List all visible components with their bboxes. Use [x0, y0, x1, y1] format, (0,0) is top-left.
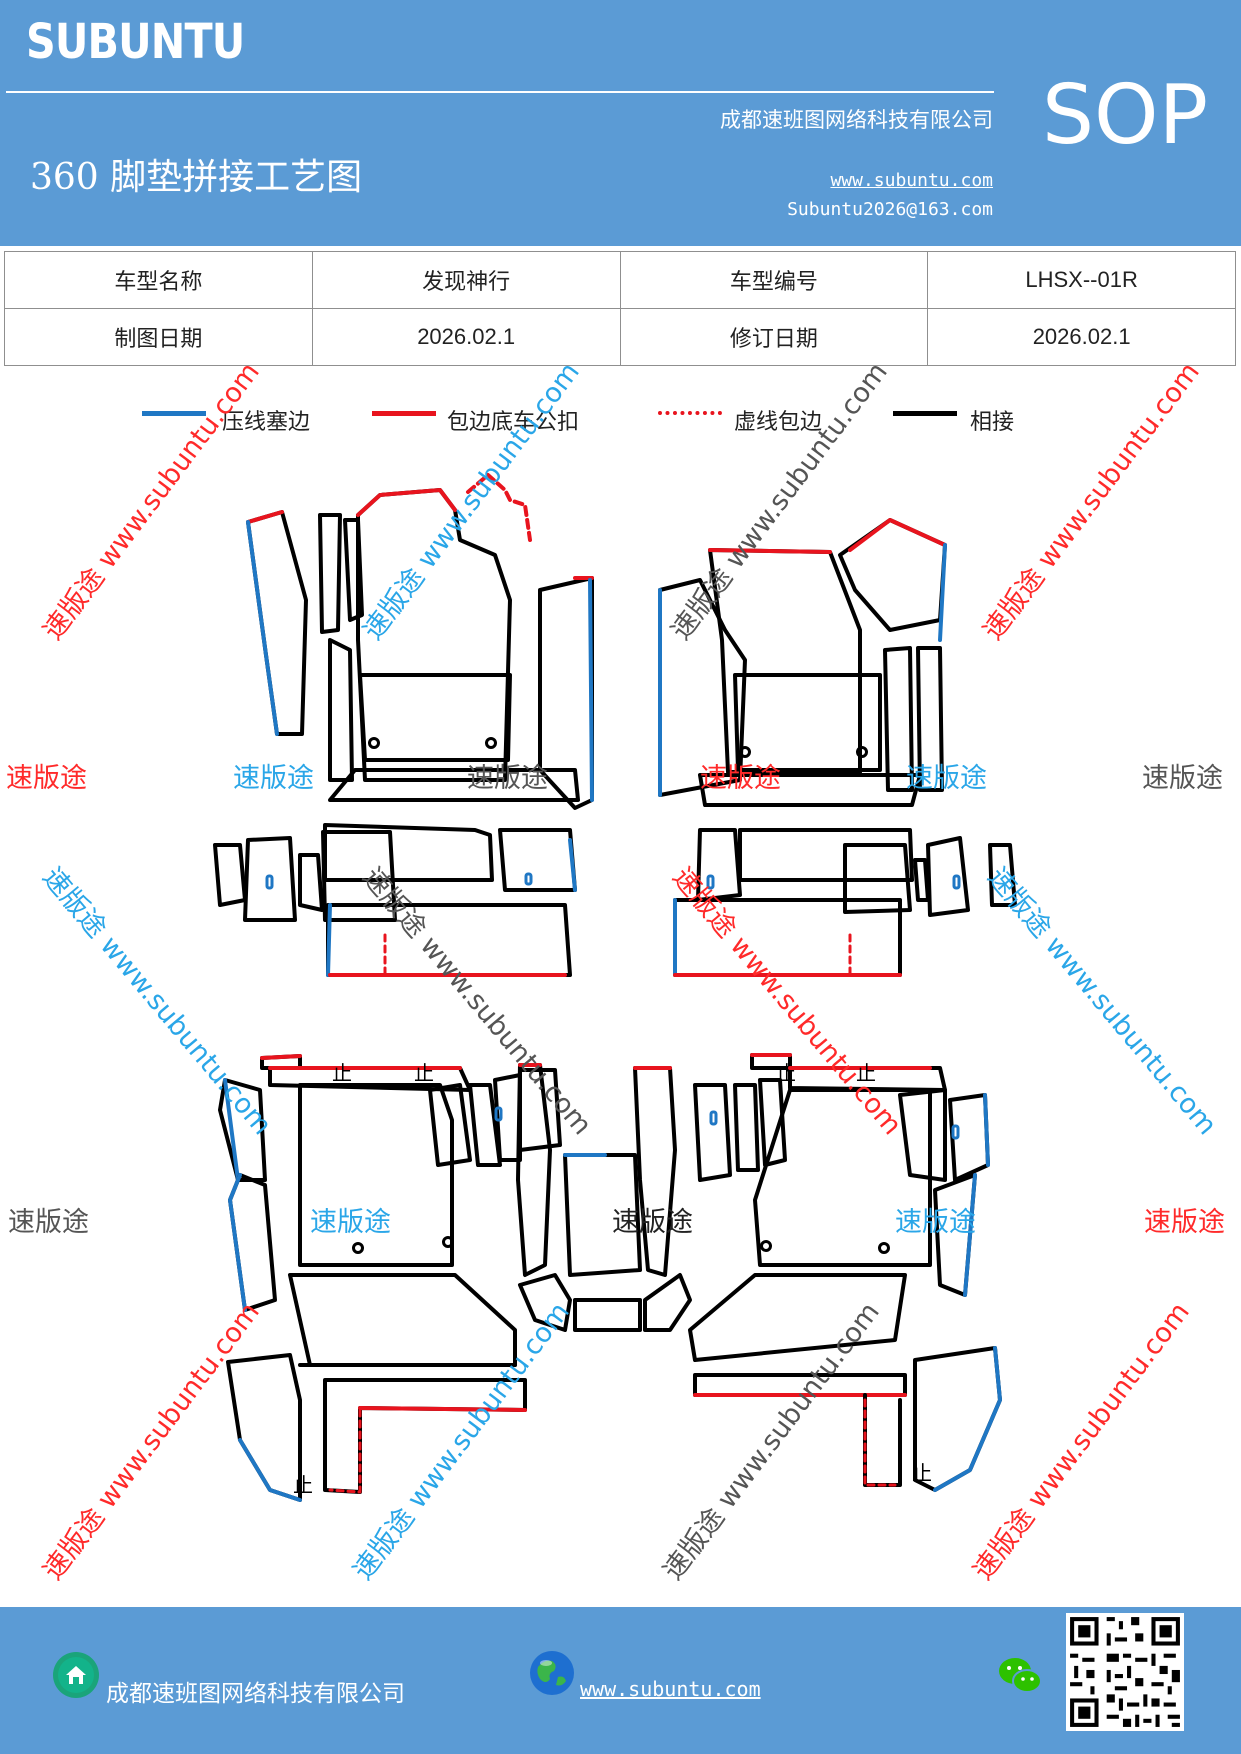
legend-swatch-blue — [142, 411, 206, 416]
legend-label: 相接 — [970, 410, 1015, 435]
model-name-value: 发现神行 — [311, 251, 621, 309]
globe-icon — [530, 1651, 574, 1695]
stop-mark: 止 — [912, 1461, 932, 1485]
revise-date-value: 2026.02.1 — [927, 308, 1236, 366]
legend-label: 压线塞边 — [222, 410, 311, 435]
stop-mark: 止 — [332, 1061, 352, 1085]
home-icon — [53, 1652, 99, 1698]
third-row-right-mat — [688, 1053, 1002, 1492]
footer-banner: 成都速班图网络科技有限公司 www.subuntu.com — [0, 1607, 1241, 1754]
model-name-label: 车型名称 — [4, 251, 313, 309]
sop-label: SOP — [1042, 68, 1209, 163]
footer-company-name: 成都速班图网络科技有限公司 — [106, 1681, 405, 1707]
third-row-center-mat — [516, 1063, 692, 1332]
watermark: 速版途 — [1142, 763, 1223, 794]
legend: 压线塞边 包边底车公扣 虚线包边 相接 — [0, 398, 1241, 438]
header-divider — [6, 91, 994, 93]
footer-website-link[interactable]: www.subuntu.com — [580, 1677, 761, 1701]
watermark: 速版途 — [895, 1207, 976, 1238]
third-row-left-mat — [218, 1054, 562, 1502]
draw-date-label: 制图日期 — [4, 308, 313, 366]
table-row: 车型名称 发现神行 车型编号 LHSX--01R — [4, 251, 1236, 309]
qr-code — [1066, 1613, 1184, 1731]
company-name: 成都速班图网络科技有限公司 — [720, 108, 993, 132]
front-left-mat — [246, 473, 594, 810]
email-address: Subuntu2026@163.com — [787, 199, 993, 220]
header-banner: SUBUNTU 360 脚垫拼接工艺图 成都速班图网络科技有限公司 www.su… — [0, 0, 1241, 246]
legend-swatch-black — [893, 411, 957, 416]
stop-mark: 止 — [856, 1061, 876, 1085]
legend-swatch-red — [372, 411, 436, 416]
brand-logo: SUBUNTU — [26, 14, 245, 70]
watermark: 速版途 — [1144, 1207, 1225, 1238]
website-link[interactable]: www.subuntu.com — [830, 170, 993, 191]
model-code-label: 车型编号 — [619, 251, 929, 309]
watermark: 速版途 — [310, 1207, 391, 1238]
draw-date-value: 2026.02.1 — [311, 308, 621, 366]
watermark: 速版途 — [6, 763, 87, 794]
watermark: 速版途 — [906, 763, 987, 794]
revise-date-label: 修订日期 — [619, 308, 929, 366]
table-row: 制图日期 2026.02.1 修订日期 2026.02.1 — [4, 308, 1236, 366]
watermark: 速版途 — [612, 1207, 693, 1238]
model-code-value: LHSX--01R — [927, 251, 1236, 309]
legend-label: 包边底车公扣 — [447, 410, 580, 435]
document-title: 360 脚垫拼接工艺图 — [30, 157, 363, 198]
stop-mark: 止 — [414, 1061, 434, 1085]
watermark: 速版途 — [8, 1207, 89, 1238]
rear-left-mat — [213, 823, 577, 977]
watermark: 速版途 — [233, 763, 314, 794]
wechat-icon[interactable] — [996, 1655, 1044, 1697]
stop-marks: 止 止 止 止 止 止 — [293, 1061, 932, 1497]
floor-mat-diagram: 止 止 止 止 止 止 — [213, 473, 1017, 1502]
legend-swatch-red-dotted — [658, 411, 722, 415]
legend-label: 虚线包边 — [734, 410, 823, 435]
rear-right-mat — [673, 828, 1017, 977]
stop-mark: 止 — [293, 1473, 313, 1497]
watermark: 速版途 — [467, 763, 548, 794]
front-right-mat — [658, 518, 947, 807]
stop-mark: 止 — [776, 1061, 796, 1085]
watermark: 速版途 — [700, 763, 781, 794]
info-table: 车型名称 发现神行 车型编号 LHSX--01R 制图日期 2026.02.1 … — [4, 251, 1236, 366]
